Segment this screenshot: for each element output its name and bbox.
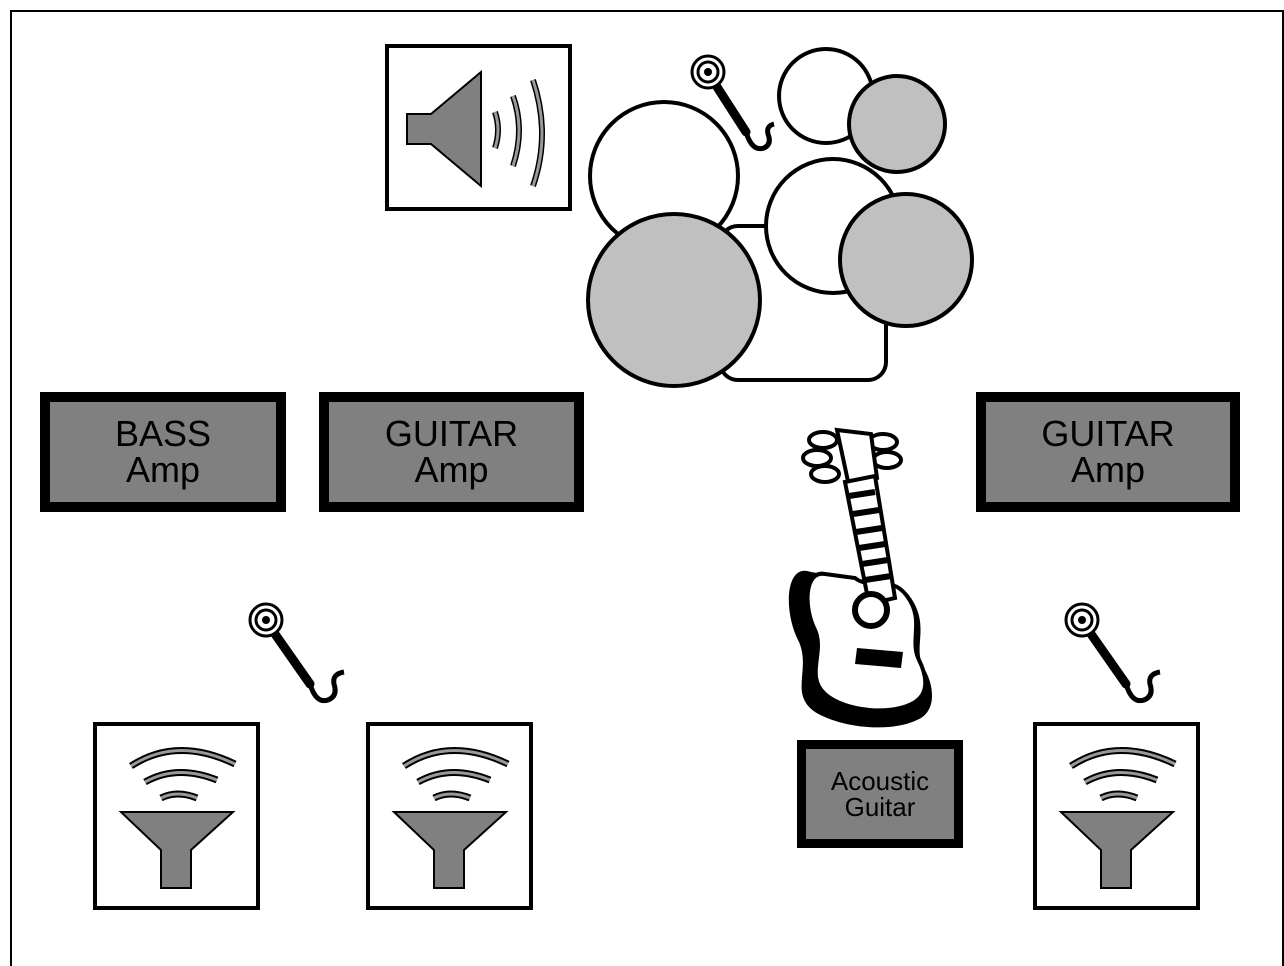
amp-label-line1: GUITAR (1041, 413, 1175, 454)
cymbal-small (847, 74, 947, 174)
cymbal-right (838, 192, 974, 328)
monitor-wedge-3 (1033, 722, 1200, 910)
drum-kit-icon (586, 47, 974, 388)
microphone-icon (1064, 602, 1161, 704)
acoustic-guitar-di-box: Acoustic Guitar (797, 740, 963, 848)
acoustic-label-line2: Guitar (844, 792, 916, 822)
acoustic-label-line1: Acoustic (830, 766, 930, 796)
amp-label-line1: GUITAR (384, 413, 519, 454)
amp-label-line2: Amp (1070, 449, 1146, 490)
speaker-icon (406, 69, 545, 189)
acoustic-guitar-icon (788, 427, 932, 728)
guitar-amp-right: GUITAR Amp (976, 392, 1240, 512)
monitor-wedge-icon (391, 747, 510, 889)
monitor-wedge-icon (118, 747, 237, 889)
amp-label-line2: Amp (125, 449, 201, 490)
cymbal-large (586, 212, 762, 388)
main-speaker (385, 44, 572, 211)
microphone-icon (248, 602, 345, 704)
monitor-wedge-icon (1058, 747, 1177, 889)
monitor-wedge-1 (93, 722, 260, 910)
guitar-amp-left: GUITAR Amp (319, 392, 584, 512)
stage-frame (10, 10, 1284, 966)
bass-amp: BASS Amp (40, 392, 286, 512)
microphone-icon (690, 54, 775, 152)
amp-label-line1: BASS (114, 413, 212, 454)
monitor-wedge-2 (366, 722, 533, 910)
amp-label-line2: Amp (414, 449, 489, 490)
